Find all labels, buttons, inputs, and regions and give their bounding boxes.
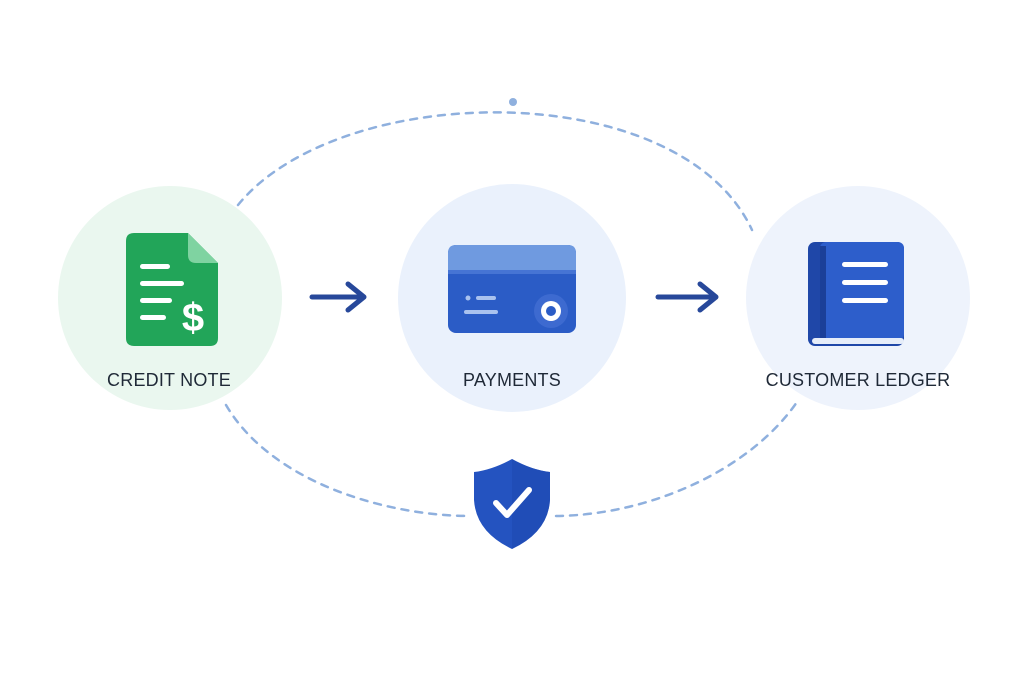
customer-ledger-label: CUSTOMER LEDGER: [766, 370, 951, 390]
document-dollar-icon: $: [126, 233, 218, 346]
cycle-arc-bottom-right: [554, 400, 799, 518]
flow-arrow-payments-to-ledger: [655, 281, 719, 313]
shield-check-icon: [474, 459, 550, 549]
cycle-arc-top-dot: [509, 98, 517, 106]
flow-arrow-credit-to-payments: [309, 281, 367, 313]
cycle-arc-bottom-left: [224, 403, 470, 518]
svg-text:$: $: [182, 296, 204, 340]
credit-note-label: CREDIT NOTE: [107, 370, 231, 390]
credit-card-icon: [448, 245, 576, 333]
cycle-arc-top: [236, 111, 754, 232]
ledger-book-icon: [808, 242, 904, 346]
payments-label: PAYMENTS: [463, 370, 561, 390]
